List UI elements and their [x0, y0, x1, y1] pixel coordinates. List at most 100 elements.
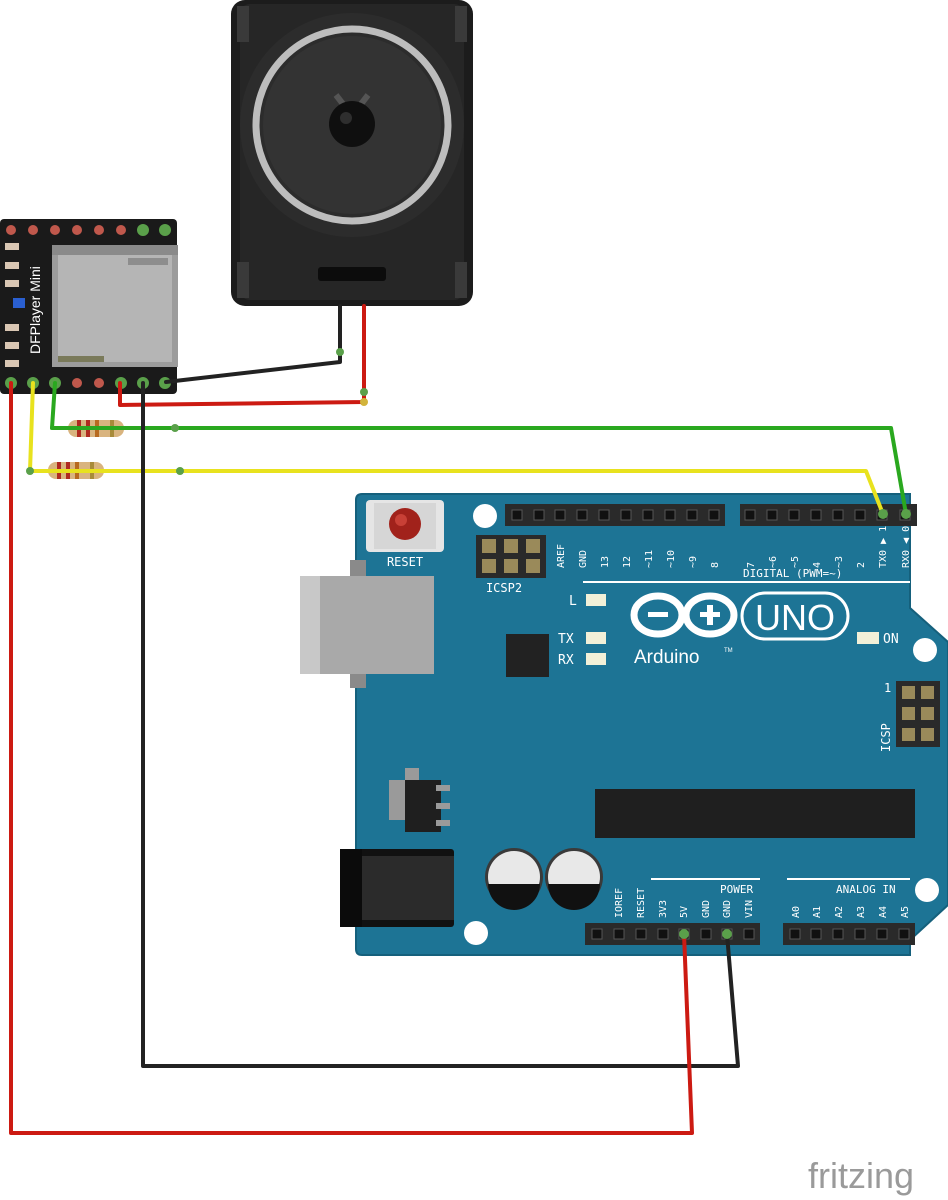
speaker — [231, 0, 473, 306]
reset-label: RESET — [387, 555, 423, 569]
sd-card-slot — [52, 245, 178, 367]
usb-connector — [300, 560, 434, 688]
analog-pin-label: A4 — [878, 906, 889, 918]
power-pin-hole — [657, 928, 669, 940]
icsp-label: ICSP — [879, 723, 893, 752]
analog-pin-hole — [810, 928, 822, 940]
digital-pin-hole — [576, 509, 588, 521]
digital-pin-label: ~9 — [688, 556, 699, 568]
digital-pin-hole — [708, 509, 720, 521]
power-pin-hole — [591, 928, 603, 940]
power-pin-hole — [635, 928, 647, 940]
digital-pin-label: 8 — [710, 562, 721, 568]
power-pin-label: RESET — [636, 888, 647, 918]
analog-pin-label: A0 — [791, 906, 802, 918]
digital-pin-label: ~5 — [790, 556, 801, 568]
analog-pin-hole — [789, 928, 801, 940]
icsp2-label: ICSP2 — [486, 581, 522, 595]
analog-pin-label: A3 — [856, 906, 867, 918]
trademark: TM — [724, 648, 733, 654]
digital-pin-hole — [832, 509, 844, 521]
analog-pin-hole — [832, 928, 844, 940]
digital-pin-hole — [642, 509, 654, 521]
uno-label: UNO — [755, 597, 835, 638]
dc-power-jack — [340, 849, 454, 927]
power-header-label: POWER — [720, 883, 753, 896]
analog-header-label: ANALOG IN — [836, 883, 896, 896]
digital-pin-label: ~11 — [644, 550, 655, 568]
digital-pin-hole — [766, 509, 778, 521]
icsp-header — [896, 681, 940, 747]
digital-pin-label: TX0 ▶ 1 — [878, 526, 889, 568]
digital-pin-label: 13 — [600, 556, 611, 568]
digital-pin-hole — [686, 509, 698, 521]
digital-pin-label: ~6 — [768, 556, 779, 568]
led-l-label: L — [569, 594, 577, 609]
arduino-uno-board: RESET ICSP2 L TX RX ON — [300, 493, 948, 956]
analog-pin-hole — [876, 928, 888, 940]
analog-pin-label: A5 — [900, 906, 911, 918]
analog-pin-label: A1 — [812, 906, 823, 918]
power-pin-label: GND — [701, 900, 712, 918]
power-pin-hole — [743, 928, 755, 940]
digital-pin-label: AREF — [556, 544, 567, 568]
usb-chip — [506, 634, 549, 677]
digital-pin-label: 7 — [746, 562, 757, 568]
analog-pin-hole — [898, 928, 910, 940]
digital-pin-hole — [854, 509, 866, 521]
wires — [9, 304, 908, 1135]
wire-speaker-black — [164, 304, 342, 384]
led-on-label: ON — [883, 632, 899, 647]
analog-header — [783, 923, 915, 945]
digital-pin-label: 2 — [856, 562, 867, 568]
digital-pin-hole — [598, 509, 610, 521]
capacitor-1 — [485, 848, 543, 910]
digital-pin-label: 4 — [812, 562, 823, 568]
wire-red-5v — [9, 381, 694, 1135]
digital-pin-label: GND — [578, 550, 589, 568]
digital-pin-hole — [744, 509, 756, 521]
power-pin-label: 3V3 — [658, 900, 669, 918]
power-pin-hole — [700, 928, 712, 940]
wire-speaker-red — [118, 304, 366, 407]
arduino-logo — [630, 591, 850, 641]
power-header — [585, 923, 760, 945]
voltage-regulator — [389, 768, 450, 832]
digital-header — [505, 504, 917, 526]
digital-pin-hole — [810, 509, 822, 521]
digital-pin-hole — [788, 509, 800, 521]
icsp2-header — [476, 535, 546, 578]
arduino-logo-text: Arduino — [634, 647, 700, 668]
dfplayer-top-pins — [6, 224, 171, 236]
wire-green-rx — [50, 381, 908, 516]
analog-pin-hole — [854, 928, 866, 940]
digital-pin-hole — [511, 509, 523, 521]
atmega-chip — [595, 789, 915, 838]
dfplayer-label: DFPlayer Mini — [27, 266, 43, 354]
power-pin-label: IOREF — [614, 888, 625, 918]
led-tx-label: TX — [558, 632, 574, 647]
digital-pin-hole — [554, 509, 566, 521]
digital-header-label: DIGITAL (PWM=~) — [743, 567, 842, 580]
wire-black-gnd — [141, 381, 740, 1068]
reset-button — [366, 500, 444, 552]
power-pin-label: VIN — [744, 900, 755, 918]
digital-pin-hole — [533, 509, 545, 521]
digital-pin-hole — [620, 509, 632, 521]
power-pin-hole — [613, 928, 625, 940]
led-rx-label: RX — [558, 653, 574, 668]
icsp-pin1-label: 1 — [884, 681, 891, 695]
digital-pin-label: RX0 ◀ 0 — [901, 526, 912, 568]
digital-pin-label: ~3 — [834, 556, 845, 568]
digital-pin-label: ~10 — [666, 550, 677, 568]
digital-pin-hole — [664, 509, 676, 521]
dfplayer-mini-module: DFPlayer Mini — [0, 219, 178, 394]
fritzing-watermark: fritzing — [808, 1155, 914, 1196]
capacitor-2 — [545, 848, 603, 910]
digital-pin-label: 12 — [622, 556, 633, 568]
power-pin-label: 5V — [679, 906, 690, 918]
power-pin-label: GND — [722, 900, 733, 918]
wire-endpoints — [26, 348, 911, 939]
analog-pin-label: A2 — [834, 906, 845, 918]
